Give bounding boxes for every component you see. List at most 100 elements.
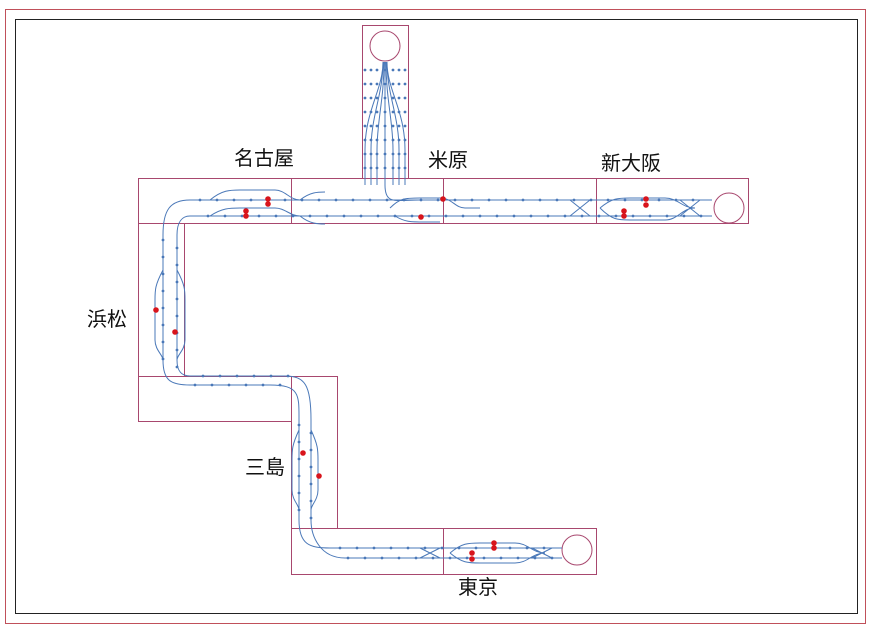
track-sensor-dot bbox=[397, 124, 401, 128]
track-sensor-dot bbox=[403, 124, 407, 128]
track-sensor-dot bbox=[375, 82, 379, 86]
hamamatsu-sidings bbox=[154, 269, 186, 361]
track-sensor-dot bbox=[161, 340, 165, 344]
track-sensor-dot bbox=[385, 198, 389, 202]
track-sensor-dot bbox=[232, 198, 236, 202]
station-label-hamamatsu: 浜松 bbox=[87, 307, 127, 331]
track-sensor-dot bbox=[161, 323, 165, 327]
track-sensor-dot bbox=[175, 297, 179, 301]
track-sensor-dot bbox=[297, 423, 301, 427]
track-sensor-dot bbox=[175, 246, 179, 250]
main-loop-outer bbox=[162, 184, 712, 549]
track-sensor-dot bbox=[161, 272, 165, 276]
track-sensor-dot bbox=[342, 214, 346, 218]
track-sensor-dot bbox=[283, 198, 287, 202]
track-sensor-dot bbox=[201, 374, 205, 378]
track-sensor-dot bbox=[297, 491, 301, 495]
track-sensor-dot bbox=[240, 214, 244, 218]
track-sensor-dot bbox=[391, 68, 395, 72]
signal-marker bbox=[469, 550, 475, 556]
track-sensor-dot bbox=[249, 198, 253, 202]
track-sensor-dot bbox=[448, 556, 452, 560]
track-sensor-dot bbox=[210, 383, 214, 387]
track-sensor-dot bbox=[402, 198, 406, 202]
track-sensor-dot bbox=[309, 448, 313, 452]
track-sensor-dot bbox=[175, 348, 179, 352]
signal-marker bbox=[265, 201, 271, 207]
track-sensor-dot bbox=[461, 214, 465, 218]
track-sensor-dot bbox=[376, 214, 380, 218]
track-sensor-dot bbox=[674, 198, 678, 202]
track-sensor-dot bbox=[375, 68, 379, 72]
track-sensor-dot bbox=[440, 546, 444, 550]
track-sensor-dot bbox=[691, 198, 695, 202]
outer-frame bbox=[5, 9, 866, 624]
inner-frame bbox=[15, 19, 858, 614]
track-sensor-dot bbox=[470, 198, 474, 202]
track-sensor-dot bbox=[193, 383, 197, 387]
track-sensor-dot bbox=[457, 546, 461, 550]
track-sensor-dot bbox=[308, 214, 312, 218]
track-sensor-dot bbox=[555, 198, 559, 202]
track-sensor-dot bbox=[391, 110, 395, 114]
track-sensor-dot bbox=[363, 68, 367, 72]
track-sensor-dot bbox=[227, 383, 231, 387]
track-sensor-dot bbox=[391, 152, 395, 156]
track-sensor-dot bbox=[359, 214, 363, 218]
track-sensor-dot bbox=[419, 198, 423, 202]
signal-marker bbox=[153, 307, 159, 313]
track-sensor-dot bbox=[406, 546, 410, 550]
track-sensor-dot bbox=[397, 138, 401, 142]
track-sensor-dot bbox=[317, 198, 321, 202]
track-sensor-dot bbox=[389, 546, 393, 550]
track-sensor-dot bbox=[504, 198, 508, 202]
track-sensor-dot bbox=[474, 546, 478, 550]
track-sensor-dot bbox=[393, 214, 397, 218]
track-sensor-dot bbox=[436, 198, 440, 202]
track-sensor-dot bbox=[325, 214, 329, 218]
track-sensor-dot bbox=[538, 198, 542, 202]
track-sensor-dot bbox=[403, 110, 407, 114]
track-sensor-dot bbox=[334, 198, 338, 202]
track-sensor-dot bbox=[427, 214, 431, 218]
track-sensor-dot bbox=[161, 357, 165, 361]
track-sensor-dot bbox=[175, 280, 179, 284]
track-sensor-dot bbox=[597, 214, 601, 218]
signal-marker bbox=[643, 196, 649, 202]
track-sensor-dot bbox=[261, 383, 265, 387]
track-sensor-dot bbox=[274, 214, 278, 218]
block-tokyo-east bbox=[443, 528, 597, 575]
track-sensor-dot bbox=[550, 556, 554, 560]
track-sensor-dot bbox=[252, 374, 256, 378]
track-sensor-dot bbox=[161, 255, 165, 259]
turntable-shin-osaka bbox=[713, 192, 745, 224]
track-sensor-dot bbox=[589, 198, 593, 202]
signal-marker bbox=[243, 208, 249, 214]
track-sensor-dot bbox=[369, 110, 373, 114]
track-sensor-dot bbox=[403, 166, 407, 170]
track-sensor-dot bbox=[516, 556, 520, 560]
track-sensor-dot bbox=[309, 499, 313, 503]
track-sensor-dot bbox=[309, 482, 313, 486]
track-sensor-dot bbox=[257, 214, 261, 218]
track-sensor-dot bbox=[375, 166, 379, 170]
block-shin-osaka bbox=[596, 178, 749, 224]
station-label-mishima: 三島 bbox=[245, 455, 285, 479]
track-sensor-dot bbox=[244, 383, 248, 387]
track-sensor-dot bbox=[269, 374, 273, 378]
track-sensor-dot bbox=[495, 214, 499, 218]
track-sensor-dot bbox=[369, 82, 373, 86]
track-sensor-dot bbox=[521, 198, 525, 202]
track-sensor-dot bbox=[397, 68, 401, 72]
track-sensor-dot bbox=[525, 546, 529, 550]
block-west-lower bbox=[138, 376, 292, 422]
track-sensor-dot bbox=[631, 214, 635, 218]
track-sensor-dot bbox=[699, 214, 703, 218]
track-sensor-dot bbox=[431, 556, 435, 560]
track-sensor-dot bbox=[397, 110, 401, 114]
station-label-shin-osaka: 新大阪 bbox=[601, 151, 661, 175]
track-sensor-dot bbox=[198, 198, 202, 202]
mishima-sidings bbox=[291, 429, 319, 511]
maibara-sidings bbox=[389, 197, 480, 223]
track-sensor-dot bbox=[309, 516, 313, 520]
